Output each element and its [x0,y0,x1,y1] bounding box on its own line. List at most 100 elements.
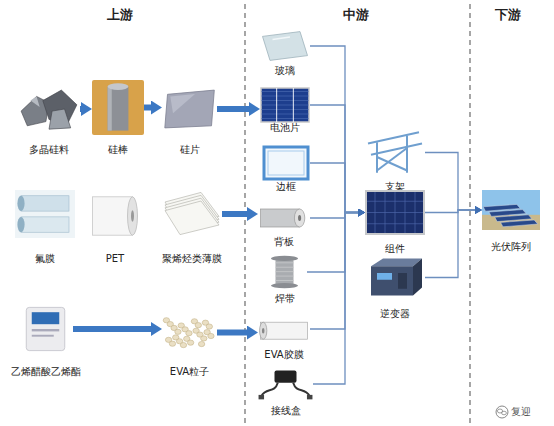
film-sheet-icon [165,201,219,235]
ribbon-icon [262,255,307,289]
silicon-material-icon [30,96,39,107]
eva-film-icon [261,322,308,339]
ribbon-icon [276,271,294,272]
solar-cell-icon [261,118,309,119]
ribbon: 焊带 [262,255,307,306]
solar-cell-icon [261,91,309,92]
bracket-icon [371,144,422,155]
solar-cell-icon [261,114,309,115]
solar-cell-icon [261,105,309,106]
bracket-icon [365,130,425,175]
eva-pellets-icon [195,323,201,328]
junction-box-icon [293,383,310,396]
silicon-rod-icon [92,80,144,135]
frame-icon [262,145,310,181]
section-header: 中游 [343,7,369,23]
silicon-material: 多晶硅料 [18,88,80,157]
glass-panel-icon [273,37,291,40]
pv-module-icon [365,190,425,235]
silicon-rod: 硅棒 [92,80,144,157]
eva-pellets-icon [180,343,186,348]
node-label: 组件 [385,242,405,256]
connector-line [425,210,475,278]
backsheet-icon [261,209,300,227]
connector-line [313,213,358,385]
section-header: 上游 [107,7,133,23]
connector-line [425,210,475,213]
material-bag-icon [18,305,73,353]
junction-box-icon [307,395,313,399]
backsheet-icon [294,209,304,227]
junction-box-icon [258,368,313,400]
flow-arrow [144,105,151,111]
inverter-icon [413,259,422,296]
pv-array-icon [501,220,538,227]
solar-cell-icon [261,88,309,122]
flow-arrow [217,330,247,336]
pv-array-icon [482,190,540,230]
film-roll-icon [21,196,69,211]
bracket-icon [368,132,419,143]
film-roll-icon [90,192,140,240]
pv-module-icon [367,201,423,202]
eva-pellets-icon [162,315,217,350]
silicon-wafer-icon [162,88,217,130]
film-roll: 氟膜 [15,190,75,266]
inverter-icon [377,273,392,280]
node-label: 乙烯醋酸乙烯酯 [11,365,81,379]
ribbon-icon [271,256,298,261]
node-label: 光伏阵列 [491,240,531,254]
film-roll-icon [93,197,133,235]
junction-box: 接线盒 [258,368,313,418]
pv-module: 组件 [365,190,425,256]
watermark-icon [502,411,507,415]
film-roll-icon [21,217,69,232]
node-label: EVA胶膜 [264,348,303,362]
junction-box-icon [259,395,265,399]
silicon-rod-icon [108,87,112,131]
connector-line [310,105,358,213]
junction-box-icon [261,383,278,396]
eva-pellets: EVA粒子 [162,315,217,379]
node-label: 逆变器 [380,307,410,321]
solar-cell-icon [261,100,309,101]
node-label: 氟膜 [35,252,55,266]
frame: 边框 [262,145,310,194]
watermark-icon [496,406,508,418]
inverter-icon [371,266,413,295]
pv-array: 光伏阵列 [482,190,540,254]
flow-arrow [80,106,81,112]
node-label: 硅棒 [108,143,128,157]
pv-module-icon [367,212,423,213]
material-bag-icon [32,329,60,331]
node-label: 硅片 [180,143,200,157]
section-divider [469,4,470,426]
flow-arrow [217,106,249,112]
silicon-wafer-icon [170,94,195,113]
node-label: 电池片 [270,121,300,135]
ribbon-icon [276,267,294,268]
watermark-icon [496,406,508,418]
bracket-icon [377,148,407,171]
pv-array-icon [482,190,540,230]
material-bag-icon [32,312,60,324]
eva-pellets-icon [208,333,214,338]
backsheet-icon [258,203,310,233]
film-roll-icon [17,217,24,232]
inverter: 逆变器 [365,255,425,321]
ribbon-icon [271,283,298,288]
connector-line [307,213,358,273]
film-roll: PET [90,192,140,266]
eva-film-icon [262,328,265,333]
ribbon-icon [276,262,294,263]
inverter-icon [371,259,422,267]
material-bag-icon [26,307,65,350]
ribbon-icon [276,280,294,281]
eva-pellets-icon [206,324,212,329]
eva-film: EVA胶膜 [258,312,310,362]
solar-cell-icon [260,87,310,123]
film-roll-icon [15,190,75,238]
film-roll-icon [128,197,138,235]
